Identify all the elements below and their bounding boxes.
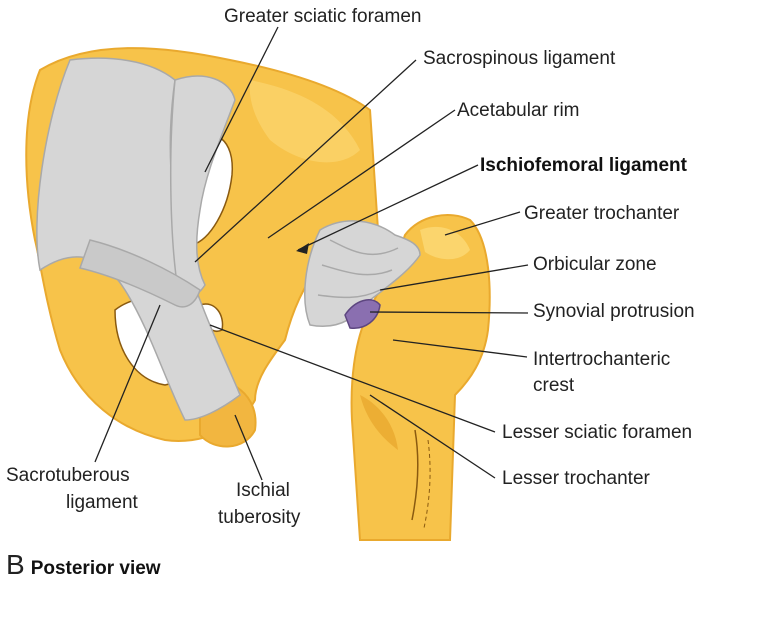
- label-intertrochanteric-crest-line1: Intertrochanteric: [533, 349, 671, 370]
- leader-ischial-tuberosity: [234, 414, 263, 481]
- leader-lesser-trochanter: [369, 394, 496, 479]
- leader-greater-trochanter: [444, 211, 521, 236]
- ligaments: [36, 57, 421, 421]
- leader-lines: [94, 26, 529, 481]
- label-greater-trochanter: Greater trochanter: [524, 203, 680, 224]
- leader-sacrospinous-ligament: [194, 59, 417, 263]
- femur-bone: [350, 214, 491, 541]
- label-sacrospinous-ligament: Sacrospinous ligament: [423, 48, 616, 69]
- leader-lesser-sciatic-foramen: [209, 324, 496, 433]
- leader-acetabular-rim: [267, 109, 456, 239]
- synovial-protrusion: [344, 299, 381, 329]
- leader-intertrochanteric-crest: [392, 339, 528, 358]
- leader-sacrotuberous-ligament: [94, 304, 161, 463]
- leader-synovial-protrusion: [369, 311, 529, 314]
- label-intertrochanteric-crest-line2: crest: [533, 375, 575, 396]
- label-synovial-protrusion: Synovial protrusion: [533, 301, 695, 322]
- label-greater-sciatic-foramen: Greater sciatic foramen: [224, 6, 422, 27]
- label-ischiofemoral-ligament: Ischiofemoral ligament: [480, 155, 687, 176]
- leader-orbicular-zone: [379, 264, 529, 291]
- leader-ischiofemoral-ligament: [297, 164, 479, 251]
- label-lesser-sciatic-foramen: Lesser sciatic foramen: [502, 422, 693, 443]
- leader-greater-sciatic-foramen: [204, 26, 279, 173]
- label-lesser-trochanter: Lesser trochanter: [502, 468, 650, 489]
- label-ischial-tuberosity-line1: Ischial: [236, 480, 290, 501]
- ischiofemoral-arrow-icon: [296, 243, 309, 254]
- label-sacrotuberous-ligament-line2: ligament: [66, 492, 138, 513]
- caption-text: Posterior view: [30, 558, 161, 579]
- label-sacrotuberous-ligament-line1: Sacrotuberous: [6, 465, 130, 486]
- label-acetabular-rim: Acetabular rim: [457, 100, 580, 121]
- label-ischial-tuberosity-line2: tuberosity: [218, 507, 301, 528]
- caption-letter: B: [6, 549, 25, 580]
- label-orbicular-zone: Orbicular zone: [533, 254, 657, 275]
